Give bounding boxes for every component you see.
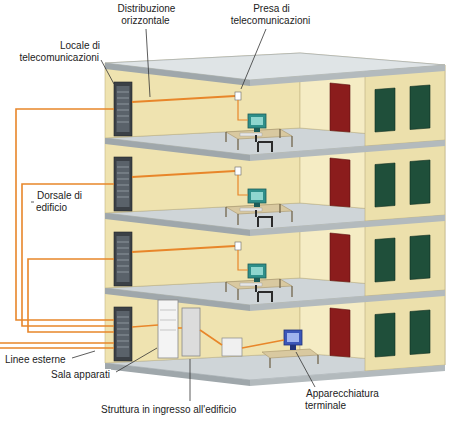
callout-label: Locale di telecomunicazioni xyxy=(2,40,100,63)
leader-line xyxy=(116,348,157,372)
leader-line xyxy=(146,29,150,97)
label-text: Sala apparati xyxy=(50,369,111,380)
leader-line xyxy=(190,359,191,401)
backbone-cable xyxy=(16,109,114,320)
ground-cable xyxy=(132,325,284,348)
callout-label: Linee esterne xyxy=(4,354,84,366)
workstation xyxy=(132,242,292,302)
roof-slab xyxy=(105,53,445,80)
leader-line xyxy=(72,351,95,358)
callout-label: Struttura in ingresso all'edificio xyxy=(100,404,270,416)
label-text: Struttura in ingresso all'edificio xyxy=(100,404,237,415)
label-text: Linee esterne xyxy=(4,354,67,365)
backbone-cable xyxy=(22,184,114,326)
roof-edge xyxy=(250,65,445,86)
entrance-facility-box xyxy=(182,308,200,356)
desk-legs xyxy=(270,355,318,368)
leader-line xyxy=(296,352,315,387)
leader-line xyxy=(31,202,34,203)
desk-top xyxy=(262,349,318,358)
label-text: Distribuzione orizzontale xyxy=(117,3,176,26)
callout-label: Sala apparati xyxy=(50,369,125,381)
leader-line xyxy=(101,60,114,84)
leader-lines xyxy=(31,29,315,401)
equipment-room-cabinet xyxy=(158,300,178,358)
cabinet-detail xyxy=(160,310,176,330)
callout-label: Distribuzione orizzontale xyxy=(105,3,187,26)
monitor-stand xyxy=(290,345,296,350)
external-lines xyxy=(0,343,114,348)
callout-label: Presa di telecomunicazioni xyxy=(222,3,320,26)
callout-label: Apparecchiatura terminale xyxy=(305,388,405,411)
label-text: Locale di telecomunicazioni xyxy=(20,40,101,63)
workstation xyxy=(132,92,292,152)
label-text: Apparecchiatura terminale xyxy=(305,388,379,411)
callout-label: Dorsale di edificio xyxy=(36,190,98,213)
leader-line xyxy=(241,29,266,89)
roof-edge xyxy=(105,63,250,86)
label-text: Dorsale di edificio xyxy=(36,190,82,213)
printer xyxy=(222,338,242,356)
label-text: Presa di telecomunicazioni xyxy=(231,3,312,26)
third-storey xyxy=(105,53,445,161)
backbone-cable xyxy=(28,259,114,332)
workstation xyxy=(132,167,292,227)
terminal-equipment xyxy=(284,330,302,345)
screen xyxy=(287,333,299,342)
